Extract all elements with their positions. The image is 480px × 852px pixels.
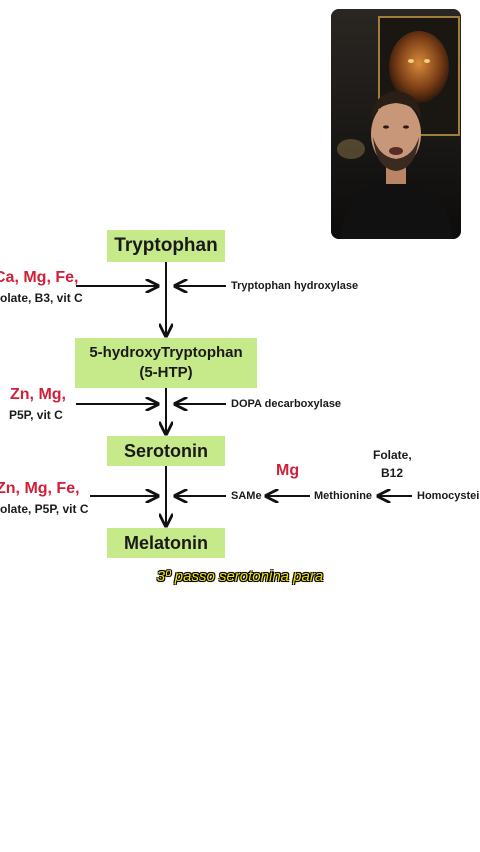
homocysteine-label: Homocystei: [417, 490, 480, 502]
mg-cofactor-label: Mg: [276, 462, 300, 479]
cofactor-step3-vitamins: olate, P5P, vit C: [0, 502, 89, 516]
video-caption: 3º passo serotonina para: [156, 568, 324, 585]
methionine-label: Methionine: [314, 490, 373, 502]
video-inset: [331, 9, 461, 239]
b12-label: B12: [381, 466, 404, 480]
cofactor-step3-minerals: Zn, Mg, Fe,: [0, 480, 80, 497]
enzyme-step2: DOPA decarboxylase: [231, 398, 342, 410]
cofactor-step2-vitamins: P5P, vit C: [9, 408, 63, 422]
cofactor-step1-minerals: Ca, Mg, Fe,: [0, 269, 79, 286]
node-melatonin: Melatonin: [107, 528, 225, 558]
node-serotonin: Serotonin: [107, 436, 225, 466]
node-tryptophan: Tryptophan: [107, 230, 225, 262]
node-5htp: 5-hydroxyTryptophan (5-HTP): [75, 338, 257, 388]
node-5htp-abbrev: (5-HTP): [139, 364, 193, 381]
cofactor-step1-vitamins: olate, B3, vit C: [0, 291, 83, 305]
enzyme-step1: Tryptophan hydroxylase: [231, 280, 359, 292]
enzyme-step3-same: SAMe: [231, 490, 262, 502]
lion-painting: [389, 31, 449, 103]
cofactor-step2-minerals: Zn, Mg,: [10, 386, 66, 403]
folate-label: Folate,: [373, 448, 412, 462]
node-5htp-name: 5-hydroxyTryptophan: [89, 344, 243, 361]
presenter-video-frame: [331, 9, 461, 239]
presenter-face: [371, 101, 421, 167]
